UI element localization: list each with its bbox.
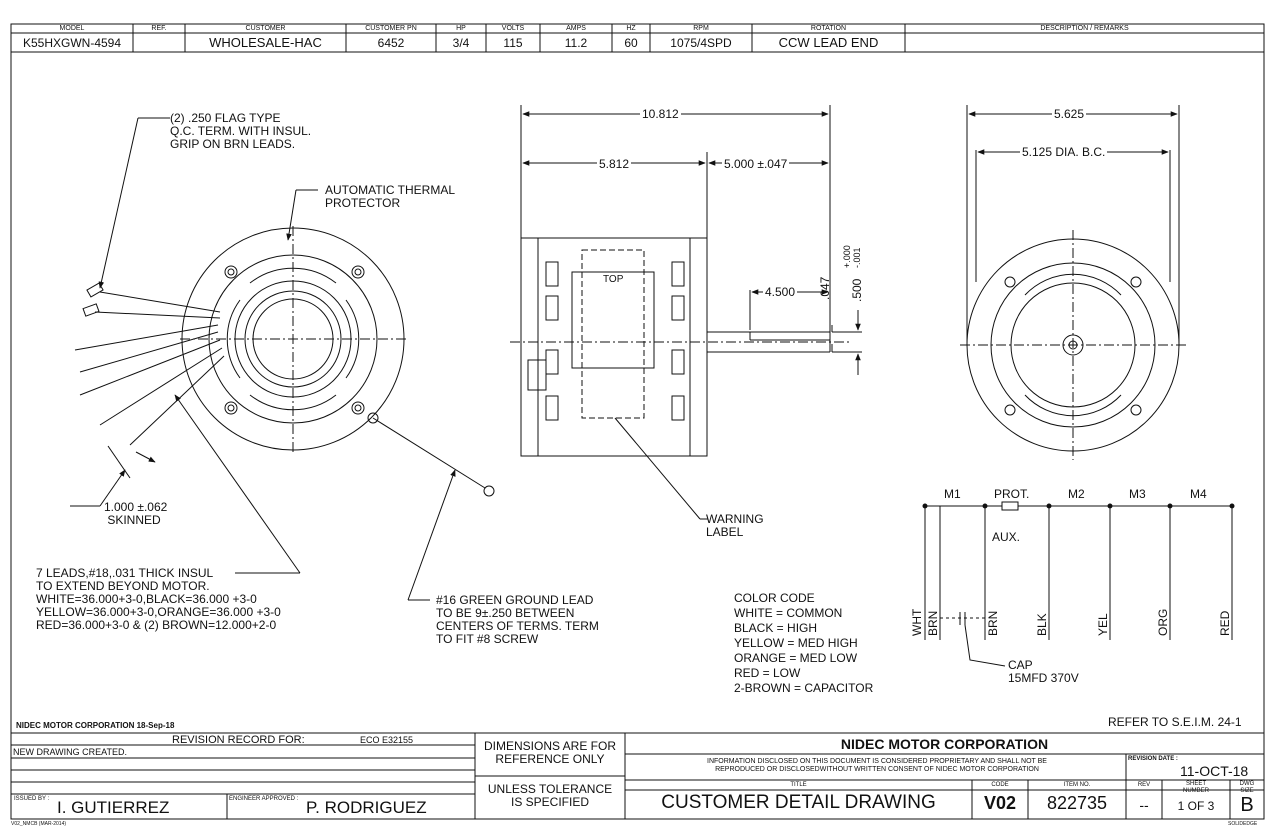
item-number: 822735 — [1046, 793, 1108, 813]
revision-record-label: REVISION RECORD FOR: — [172, 734, 305, 746]
dim-overall-length: 10.812 — [640, 107, 681, 121]
dim-shaft-dia: .500 — [850, 278, 864, 302]
company-date: NIDEC MOTOR CORPORATION 18-Sep-18 — [16, 721, 175, 730]
header-rotation-label: ROTATION — [810, 25, 847, 32]
note-skinned: 1.000 ±.062 SKINNED — [104, 500, 168, 527]
dim-shaft-tol-minus: -.001 — [852, 247, 862, 268]
note-ground-lead: #16 GREEN GROUND LEAD TO BE 9±.250 BETWE… — [436, 593, 599, 646]
lead-wht: WHT — [910, 608, 924, 636]
engineer: P. RODRIGUEZ — [306, 798, 427, 817]
header-customer-pn-value: 6452 — [377, 36, 405, 50]
header-rpm-value: 1075/4SPD — [670, 36, 732, 50]
note-warning-label: WARNING LABEL — [706, 512, 764, 539]
note-leads: 7 LEADS,#18,.031 THICK INSUL TO EXTEND B… — [36, 566, 281, 632]
header-customer-pn-label: CUSTOMER PN — [365, 25, 417, 32]
header-amps-label: AMPS — [566, 25, 586, 32]
sheet-label: SHEET NUMBER — [1182, 781, 1209, 794]
dim-body-length: 5.812 — [597, 157, 632, 171]
top-label: TOP — [603, 274, 624, 285]
lead-brn-1: BRN — [926, 610, 940, 636]
rev-value: -- — [1139, 797, 1149, 813]
header-amps-value: 11.2 — [564, 36, 588, 50]
header-rpm-label: RPM — [693, 25, 709, 32]
item-label: ITEM NO. — [1063, 782, 1091, 788]
revision-date: 11-OCT-18 — [1180, 763, 1249, 779]
sheet-number: 1 OF 3 — [1177, 799, 1215, 813]
drawing-title: CUSTOMER DETAIL DRAWING — [661, 792, 936, 813]
header-hz-label: HZ — [626, 25, 636, 32]
footer-cad-tool: SOLIDEDGE — [1228, 821, 1258, 827]
header-description-label: DESCRIPTION / REMARKS — [1040, 25, 1129, 32]
header-ref-label: REF. — [151, 25, 167, 32]
company-name: NIDEC MOTOR CORPORATION — [840, 736, 1049, 752]
footer-form-id: V02_NMCB (MAR-2014) — [11, 821, 67, 827]
note-capacitor: CAP 15MFD 370V — [1008, 658, 1079, 685]
engineer-label: ENGINEER APPROVED : — [229, 796, 299, 802]
header-hp-value: 3/4 — [452, 36, 470, 50]
dims-reference-note: DIMENSIONS ARE FOR REFERENCE ONLY — [483, 739, 617, 766]
lead-yel: YEL — [1096, 613, 1110, 636]
left-end-view — [74, 226, 495, 497]
code-value: V02 — [983, 793, 1017, 813]
winding-m2: M2 — [1068, 487, 1085, 501]
header-volts-label: VOLTS — [501, 25, 525, 32]
issued-by: I. GUTIERREZ — [57, 798, 170, 817]
header-model-value: K55HXGWN-4594 — [22, 36, 122, 50]
dim-bolt-circle: 5.125 DIA. B.C. — [1020, 145, 1108, 159]
note-color-code: COLOR CODE WHITE = COMMON BLACK = HIGH Y… — [734, 591, 874, 695]
dim-flat-length: 4.500 — [763, 285, 798, 299]
rev-label: REV — [1137, 782, 1151, 788]
header-model-label: MODEL — [59, 25, 85, 32]
issued-by-label: ISSUED BY : — [14, 796, 50, 802]
winding-aux: AUX. — [992, 530, 1021, 544]
lead-blk: BLK — [1035, 613, 1049, 636]
note-thermal-protector: AUTOMATIC THERMAL PROTECTOR — [325, 183, 456, 210]
title-label: TITLE — [790, 782, 807, 788]
dim-flat-depth: .047 — [818, 276, 832, 300]
header-hp-label: HP — [456, 25, 466, 32]
note-refer-seim: REFER TO S.E.I.M. 24-1 — [1108, 715, 1242, 729]
winding-m4: M4 — [1190, 487, 1207, 501]
header-customer-value: WHOLESALE-HAC — [209, 35, 322, 50]
lead-org: ORG — [1156, 608, 1170, 636]
revision-note: NEW DRAWING CREATED. — [13, 747, 127, 757]
header-customer-label: CUSTOMER — [245, 25, 286, 32]
sheet-border — [10, 23, 1265, 820]
winding-prot: PROT. — [994, 487, 1030, 501]
lead-red: RED — [1218, 610, 1232, 636]
header-hz-value: 60 — [624, 36, 638, 50]
wiring-schematic — [922, 501, 1235, 667]
dwg-size: B — [1240, 794, 1254, 816]
eco-number: ECO E32155 — [360, 735, 414, 745]
winding-m3: M3 — [1129, 487, 1146, 501]
proprietary-notice: INFORMATION DISCLOSED ON THIS DOCUMENT I… — [707, 758, 1047, 773]
dim-shaft-tol-plus: +.000 — [842, 245, 852, 268]
note-flag-terminals: (2) .250 FLAG TYPE Q.C. TERM. WITH INSUL… — [170, 111, 312, 151]
size-label: DWG SIZE — [1239, 781, 1255, 794]
dim-frame-dia: 5.625 — [1052, 107, 1087, 121]
winding-m1: M1 — [944, 487, 961, 501]
tolerance-note: UNLESS TOLERANCE IS SPECIFIED — [487, 782, 613, 809]
revision-date-label: REVISION DATE : — [1128, 756, 1178, 762]
lead-brn-2: BRN — [986, 610, 1000, 636]
header-volts-value: 115 — [503, 36, 523, 50]
side-view — [510, 105, 862, 520]
header-rotation-value: CCW LEAD END — [778, 35, 879, 50]
dim-shaft-length: 5.000 ±.047 — [722, 157, 790, 171]
code-label: CODE — [991, 782, 1009, 788]
